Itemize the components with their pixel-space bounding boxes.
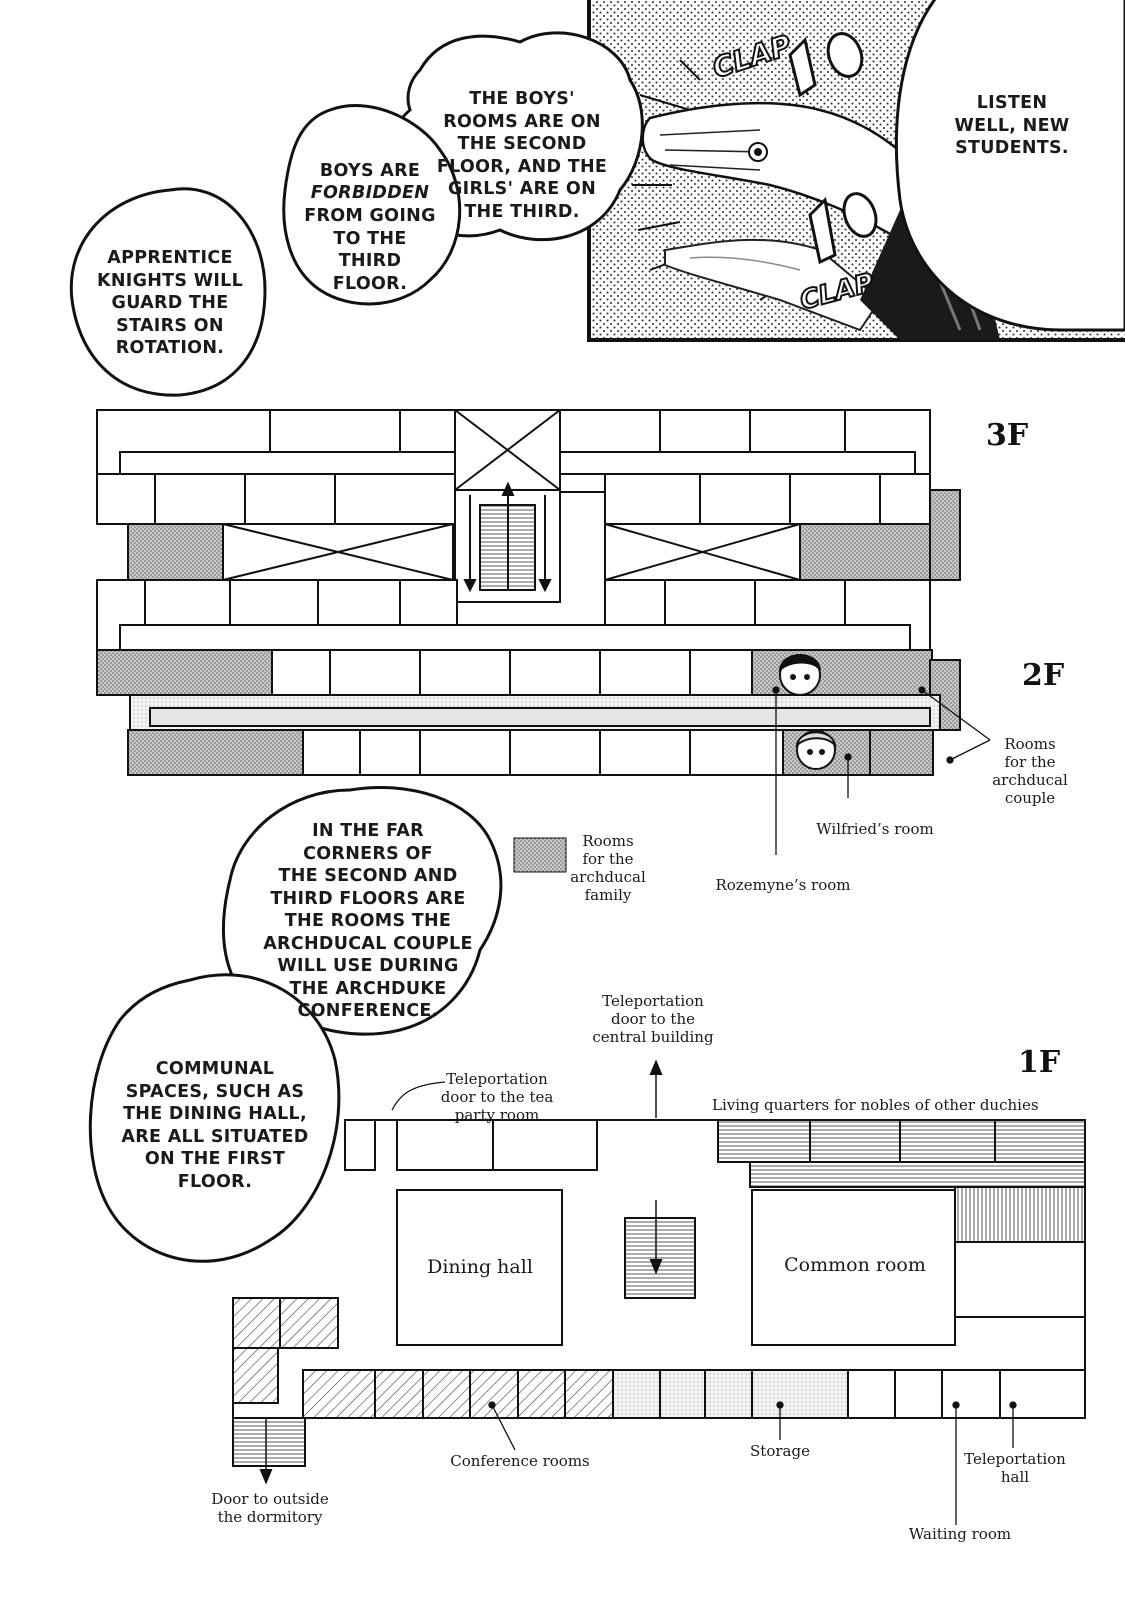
label-rozemyne-room: Rozemyne’s room [715,876,851,894]
bubble-boys-rooms-text: THE BOYS' ROOMS ARE ON THE SECOND FLOOR,… [436,89,608,222]
wilfried-head [795,730,837,770]
bubble-apprentice [69,187,267,397]
label-storage: Storage [750,1442,810,1460]
legend-archducal-family: Rooms for the archducal family [570,832,646,904]
bubble-listen-text: LISTEN WELL, NEW STUDENTS. [954,93,1070,158]
label-teleport-central: Teleportation door to the central buildi… [592,992,714,1046]
legend-swatch [513,837,567,873]
label-common-room: Common room [784,1254,926,1276]
floor-label-2f: 2F [1022,658,1065,693]
label-living-quarters: Living quarters for nobles of other duch… [712,1096,1039,1114]
label-teleport-hall: Teleportation hall [964,1450,1066,1486]
bubble-apprentice-text: APPRENTICE KNIGHTS WILL GUARD THE STAIRS… [96,248,244,358]
bubble-communal-text: COMMUNAL SPACES, SUCH AS THE DINING HALL… [121,1059,309,1192]
bubble-far-corners-text: IN THE FAR CORNERS OF THE SECOND AND THI… [263,821,473,1021]
label-wilfried-room: Wilfried’s room [816,820,934,838]
rozemyne-head [778,654,821,696]
label-waiting-room: Waiting room [908,1525,1012,1543]
label-teleport-tea: Teleportation door to the tea party room [440,1070,554,1124]
upper-floor-plan [96,409,991,855]
bubble-forbidden-text: FORBIDDEN [310,183,430,203]
bubble-from-going-text: FROM GOING TO THE THIRD FLOOR. [304,206,436,294]
label-conference-rooms: Conference rooms [450,1452,590,1470]
floor-label-1f: 1F [1018,1045,1061,1080]
bubble-far-corners [222,785,503,1036]
bubble-forbidden [282,104,462,306]
speech-bubbles [69,0,1125,1263]
bubble-communal [88,973,341,1263]
label-door-outside: Door to outside the dormitory [211,1490,329,1526]
bubble-boys-are-text: BOYS ARE [319,161,421,181]
bubble-listen [894,0,1125,332]
label-dining-hall: Dining hall [427,1256,533,1278]
floor-label-3f: 3F [986,418,1029,453]
first-floor-plan [232,1059,1086,1525]
label-archducal-couple: Rooms for the archducal couple [992,735,1068,807]
